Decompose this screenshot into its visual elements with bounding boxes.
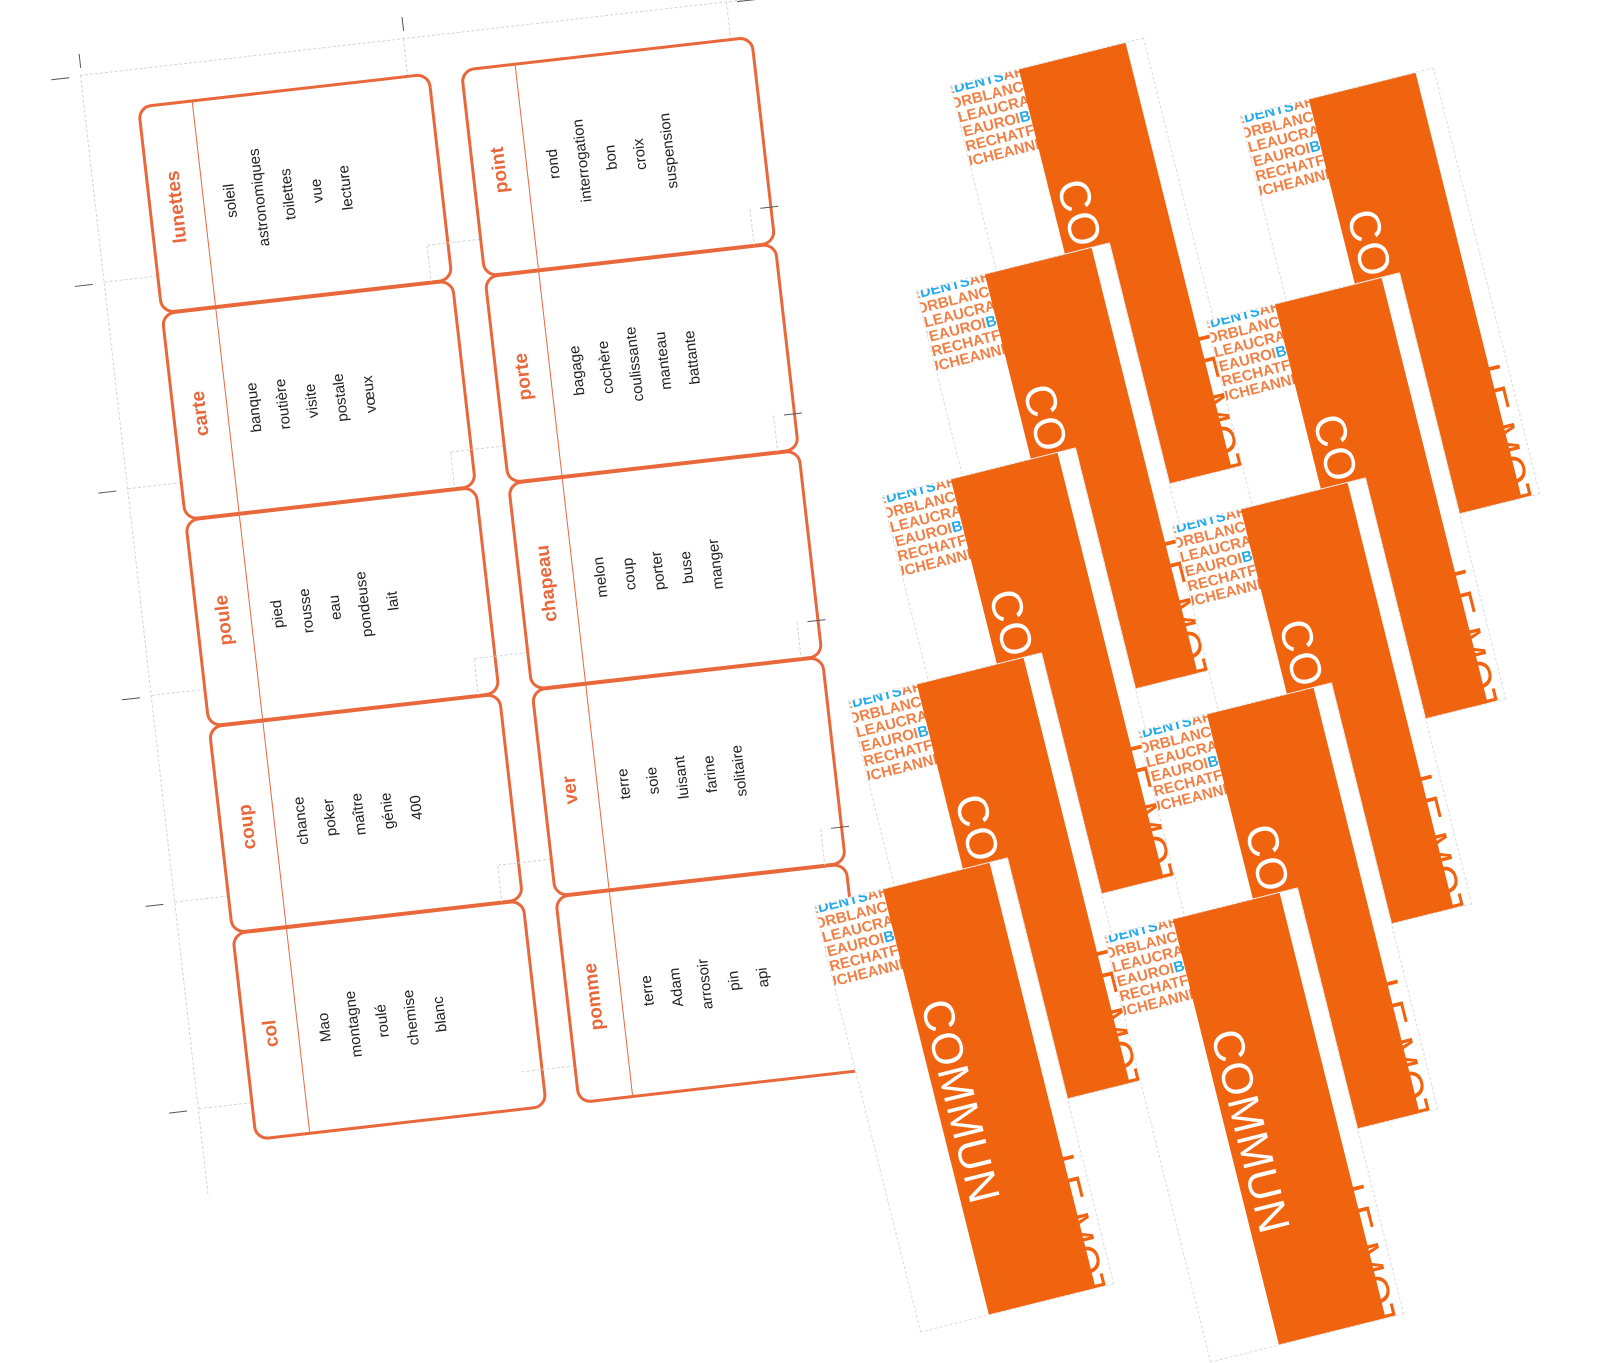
pattern-word: BOUCHE xyxy=(949,144,1006,178)
pattern-word: BOUCHE xyxy=(881,554,938,588)
pattern-word: BOUCHE xyxy=(1239,174,1296,208)
card-back-sheet: BRIOCHETIGREVOYAGEDENTSARBRESKIPORBLANCC… xyxy=(813,37,1541,1363)
pattern-word: BOUCHE xyxy=(847,759,904,793)
pattern-word: BOUCHE xyxy=(813,964,870,998)
pattern-word: BOUCHE xyxy=(915,349,972,383)
